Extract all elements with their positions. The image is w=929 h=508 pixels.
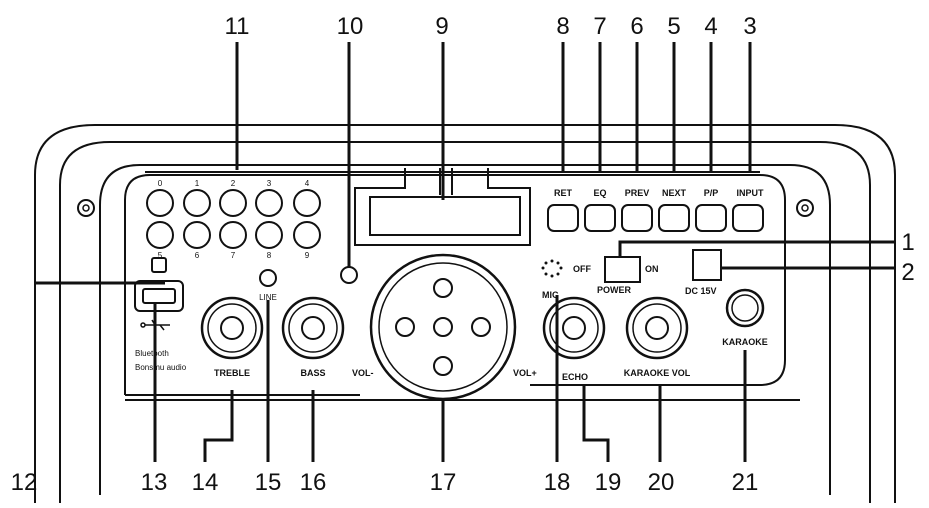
play-pause-button[interactable]: [695, 204, 727, 232]
leader-lines: [35, 42, 895, 462]
keypad-label-0: 0: [158, 179, 163, 188]
keypad-label-1: 1: [195, 179, 200, 188]
eq-button[interactable]: [584, 204, 616, 232]
keypad-label-2: 2: [231, 179, 236, 188]
keypad-button-1[interactable]: [183, 189, 211, 217]
main-volume-control[interactable]: [369, 253, 517, 401]
input-button[interactable]: [732, 204, 764, 232]
mic-indicator-icon: [541, 259, 563, 278]
treble-label: TREBLE: [214, 368, 250, 378]
callout-15: 15: [255, 469, 282, 496]
keypad-button-4[interactable]: [293, 189, 321, 217]
bass-knob[interactable]: [281, 296, 345, 360]
prev-label: PREV: [625, 188, 650, 198]
pp-label: P/P: [704, 188, 719, 198]
mic-label: MIC: [542, 290, 559, 300]
bluetooth-label: Bluetooth: [135, 349, 169, 358]
callout-20: 20: [648, 469, 675, 496]
line-label: LINE: [259, 293, 277, 302]
callout-13: 13: [141, 469, 168, 496]
callout-5: 5: [667, 13, 680, 40]
callout-11: 11: [225, 13, 250, 40]
callout-8: 8: [556, 13, 569, 40]
speaker-case: [34, 124, 896, 503]
lcd-display: [354, 168, 531, 246]
keypad-button-6[interactable]: [183, 221, 211, 249]
ret-button[interactable]: [547, 204, 579, 232]
control-panel: [124, 174, 800, 401]
keypad-label-8: 8: [267, 251, 272, 260]
callout-2: 2: [901, 259, 914, 286]
input-label: INPUT: [737, 188, 765, 198]
callout-18: 18: [544, 469, 571, 496]
callout-6: 6: [630, 13, 643, 40]
callout-numbers: 11 10 9 8 7 6 5 4 3 1 2 12 13 14 15 16 1…: [11, 13, 915, 496]
keypad-button-0[interactable]: [146, 189, 174, 217]
callout-21: 21: [732, 469, 759, 496]
bass-label: BASS: [300, 368, 325, 378]
keypad-label-3: 3: [267, 179, 272, 188]
ret-label: RET: [554, 188, 573, 198]
callout-9: 9: [435, 13, 448, 40]
screw-right-icon: [796, 199, 814, 217]
callout-14: 14: [192, 469, 219, 496]
karaoke-mic-jack[interactable]: [725, 288, 765, 328]
keypad-label-6: 6: [195, 251, 200, 260]
led-indicator: [340, 266, 358, 284]
function-buttons: [547, 204, 764, 232]
keypad-button-3[interactable]: [255, 189, 283, 217]
callout-1: 1: [901, 229, 914, 256]
echo-knob[interactable]: [542, 296, 606, 360]
usb-port[interactable]: [134, 257, 184, 312]
callout-19: 19: [595, 469, 622, 496]
bluetooth-sub-label: Bonsmu audio: [135, 363, 187, 372]
power-label: POWER: [597, 285, 632, 295]
echo-label: ECHO: [562, 372, 588, 382]
numeric-keypad: 0 1 2 3 4 5 6 7 8 9: [146, 179, 321, 260]
callout-17: 17: [430, 469, 457, 496]
callout-4: 4: [704, 13, 717, 40]
callout-3: 3: [743, 13, 756, 40]
keypad-label-9: 9: [305, 251, 310, 260]
karaoke-vol-knob[interactable]: [625, 296, 689, 360]
keypad-button-7[interactable]: [219, 221, 247, 249]
vol-plus-label: VOL+: [513, 368, 537, 378]
keypad-button-5[interactable]: [146, 221, 174, 249]
on-label: ON: [645, 264, 659, 274]
karaoke-vol-label: KARAOKE VOL: [624, 368, 691, 378]
dc-label: DC 15V: [685, 286, 717, 296]
callout-12: 12: [11, 469, 38, 496]
keypad-button-8[interactable]: [255, 221, 283, 249]
keypad-label-4: 4: [305, 179, 310, 188]
prev-button[interactable]: [621, 204, 653, 232]
next-button[interactable]: [658, 204, 690, 232]
eq-label: EQ: [593, 188, 606, 198]
keypad-button-2[interactable]: [219, 189, 247, 217]
power-switch[interactable]: [604, 256, 641, 283]
line-input-jack[interactable]: [259, 269, 277, 287]
dc-power-jack[interactable]: [692, 249, 722, 281]
off-label: OFF: [573, 264, 591, 274]
keypad-label-7: 7: [231, 251, 236, 260]
vol-minus-label: VOL-: [352, 368, 374, 378]
keypad-button-9[interactable]: [293, 221, 321, 249]
keypad-label-5: 5: [158, 251, 163, 260]
callout-16: 16: [300, 469, 327, 496]
screw-left-icon: [77, 199, 95, 217]
next-label: NEXT: [662, 188, 687, 198]
karaoke-label: KARAOKE: [722, 337, 768, 347]
callout-7: 7: [593, 13, 606, 40]
callout-10: 10: [337, 13, 364, 40]
treble-knob[interactable]: [200, 296, 264, 360]
